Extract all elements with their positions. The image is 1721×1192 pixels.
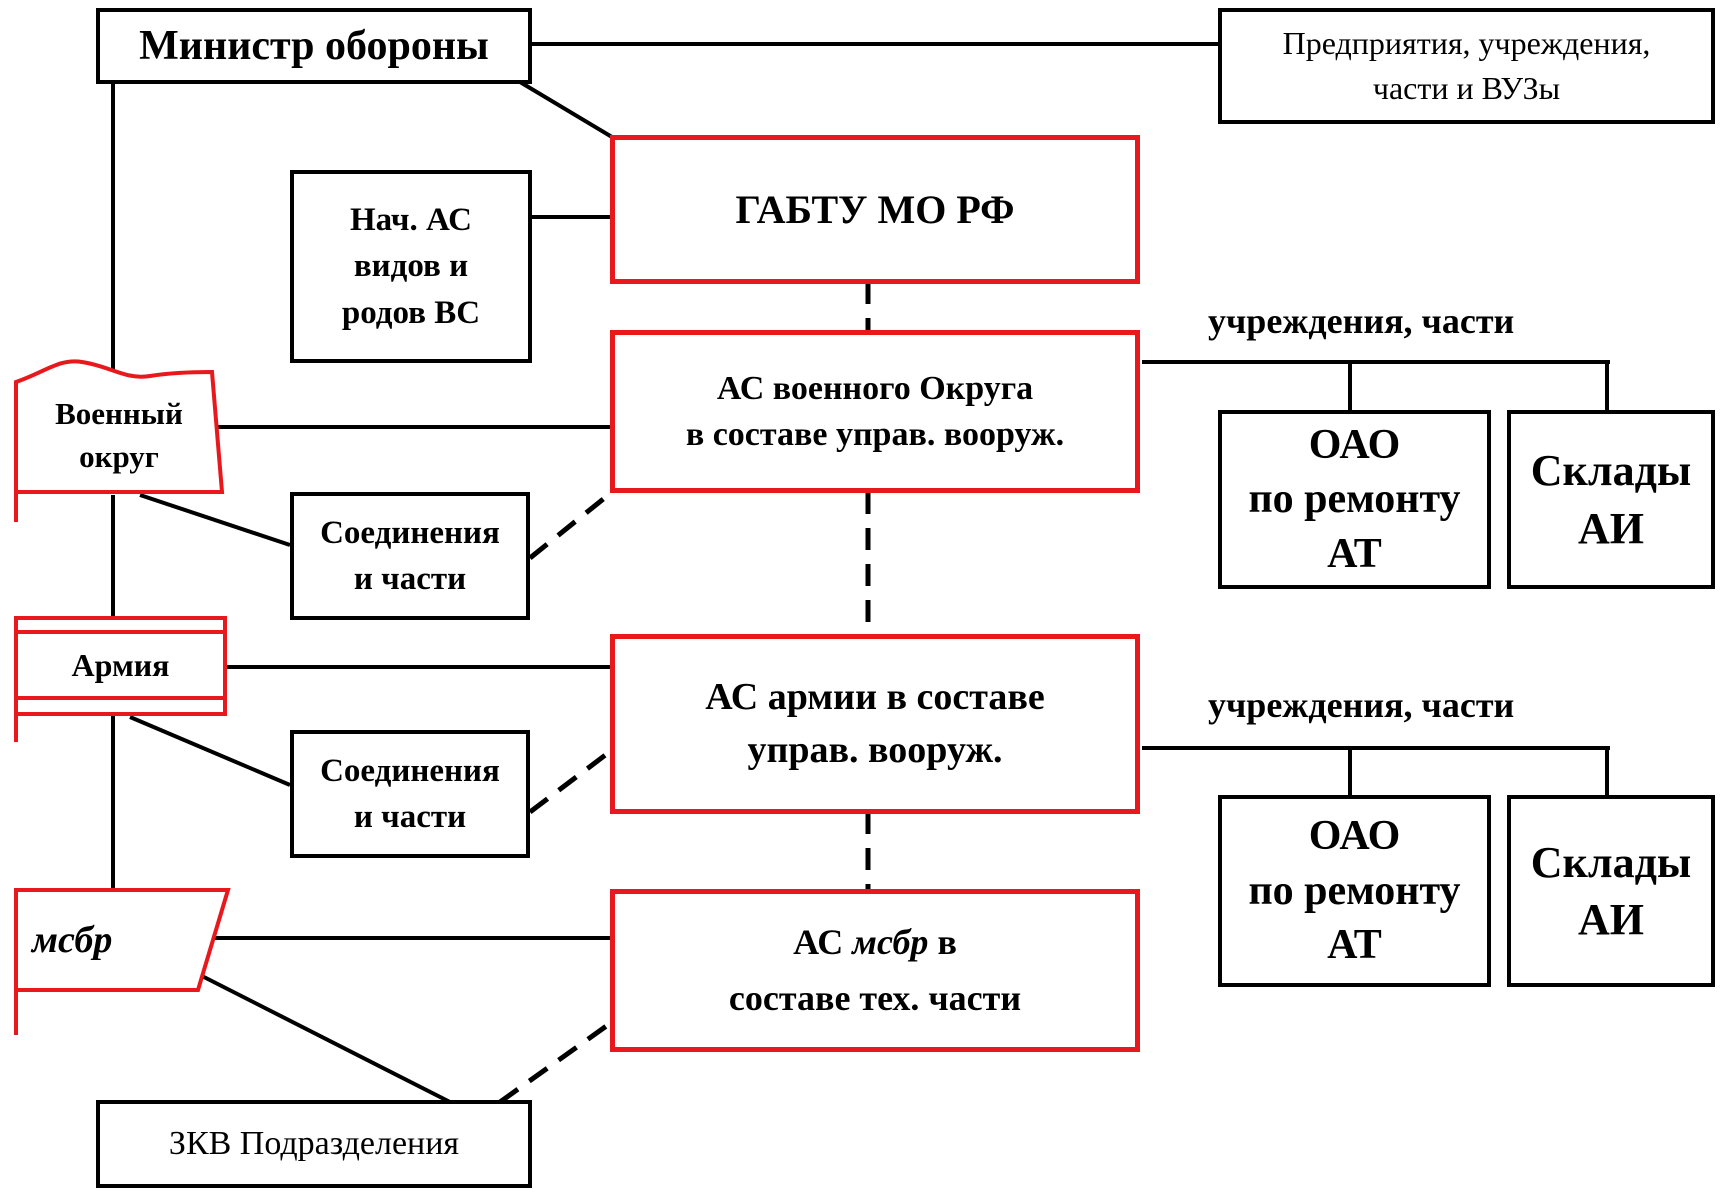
as-msbr-line1: АС мсбр в (793, 921, 957, 962)
enterprises-label: Предприятия, учреждения, части и ВУЗы (1282, 25, 1651, 106)
soedineniya-box-2: Соединения и части (290, 730, 530, 858)
msbr-flag-label: мсбр (32, 919, 113, 961)
nach-as-label: Нач. АС видов и родов ВС (341, 202, 481, 331)
zkv-label: ЗКВ Подразделения (168, 1125, 460, 1162)
as-armii-label: АС армии в составе управ. вооруж. (705, 675, 1045, 771)
as-armii-box: АС армии в составе управ. вооруж. (610, 634, 1140, 814)
sklady-box-2: Склады АИ (1507, 795, 1715, 987)
sklady-box-1: Склады АИ (1507, 410, 1715, 589)
minister-box: Министр обороны (96, 8, 532, 84)
armiya-label: Армия (71, 647, 170, 683)
gabtu-label: ГАБТУ МО РФ (735, 187, 1015, 232)
nach-as-box: Нач. АС видов и родов ВС (290, 170, 532, 363)
sklady-label-2: Склады АИ (1530, 837, 1692, 944)
uchrezhdeniya-label-2: учреждения, части (1208, 685, 1515, 725)
soedineniya-label-2: Соединения и части (320, 752, 500, 835)
as-okrug-label: АС военного Округа в составе управ. воор… (685, 369, 1065, 453)
msbr-flag-shape (14, 888, 231, 1035)
as-msbr-line2: составе тех. части (728, 977, 1022, 1018)
enterprises-box: Предприятия, учреждения, части и ВУЗы (1218, 8, 1715, 124)
soedineniya-box-1: Соединения и части (290, 492, 530, 620)
soedineniya-label-1: Соединения и части (320, 514, 500, 597)
voenny-okrug-label: Военный округ (55, 396, 183, 475)
oao-label-1: ОАО по ремонту АТ (1248, 421, 1461, 577)
uchrezhdeniya-label-1: учреждения, части (1208, 301, 1515, 341)
zkv-box: ЗКВ Подразделения (96, 1100, 532, 1188)
oao-box-1: ОАО по ремонту АТ (1218, 410, 1491, 589)
sklady-label-1: Склады АИ (1530, 446, 1692, 553)
oao-box-2: ОАО по ремонту АТ (1218, 795, 1491, 987)
okrug-flag-shape (14, 359, 225, 522)
gabtu-box: ГАБТУ МО РФ (610, 135, 1140, 284)
armiya-flag-shape (14, 616, 227, 742)
minister-label: Министр обороны (139, 23, 489, 69)
oao-label-2: ОАО по ремонту АТ (1248, 813, 1461, 969)
as-msbr-box: АС мсбр в составе тех. части (610, 889, 1140, 1052)
as-okrug-box: АС военного Округа в составе управ. воор… (610, 330, 1140, 493)
